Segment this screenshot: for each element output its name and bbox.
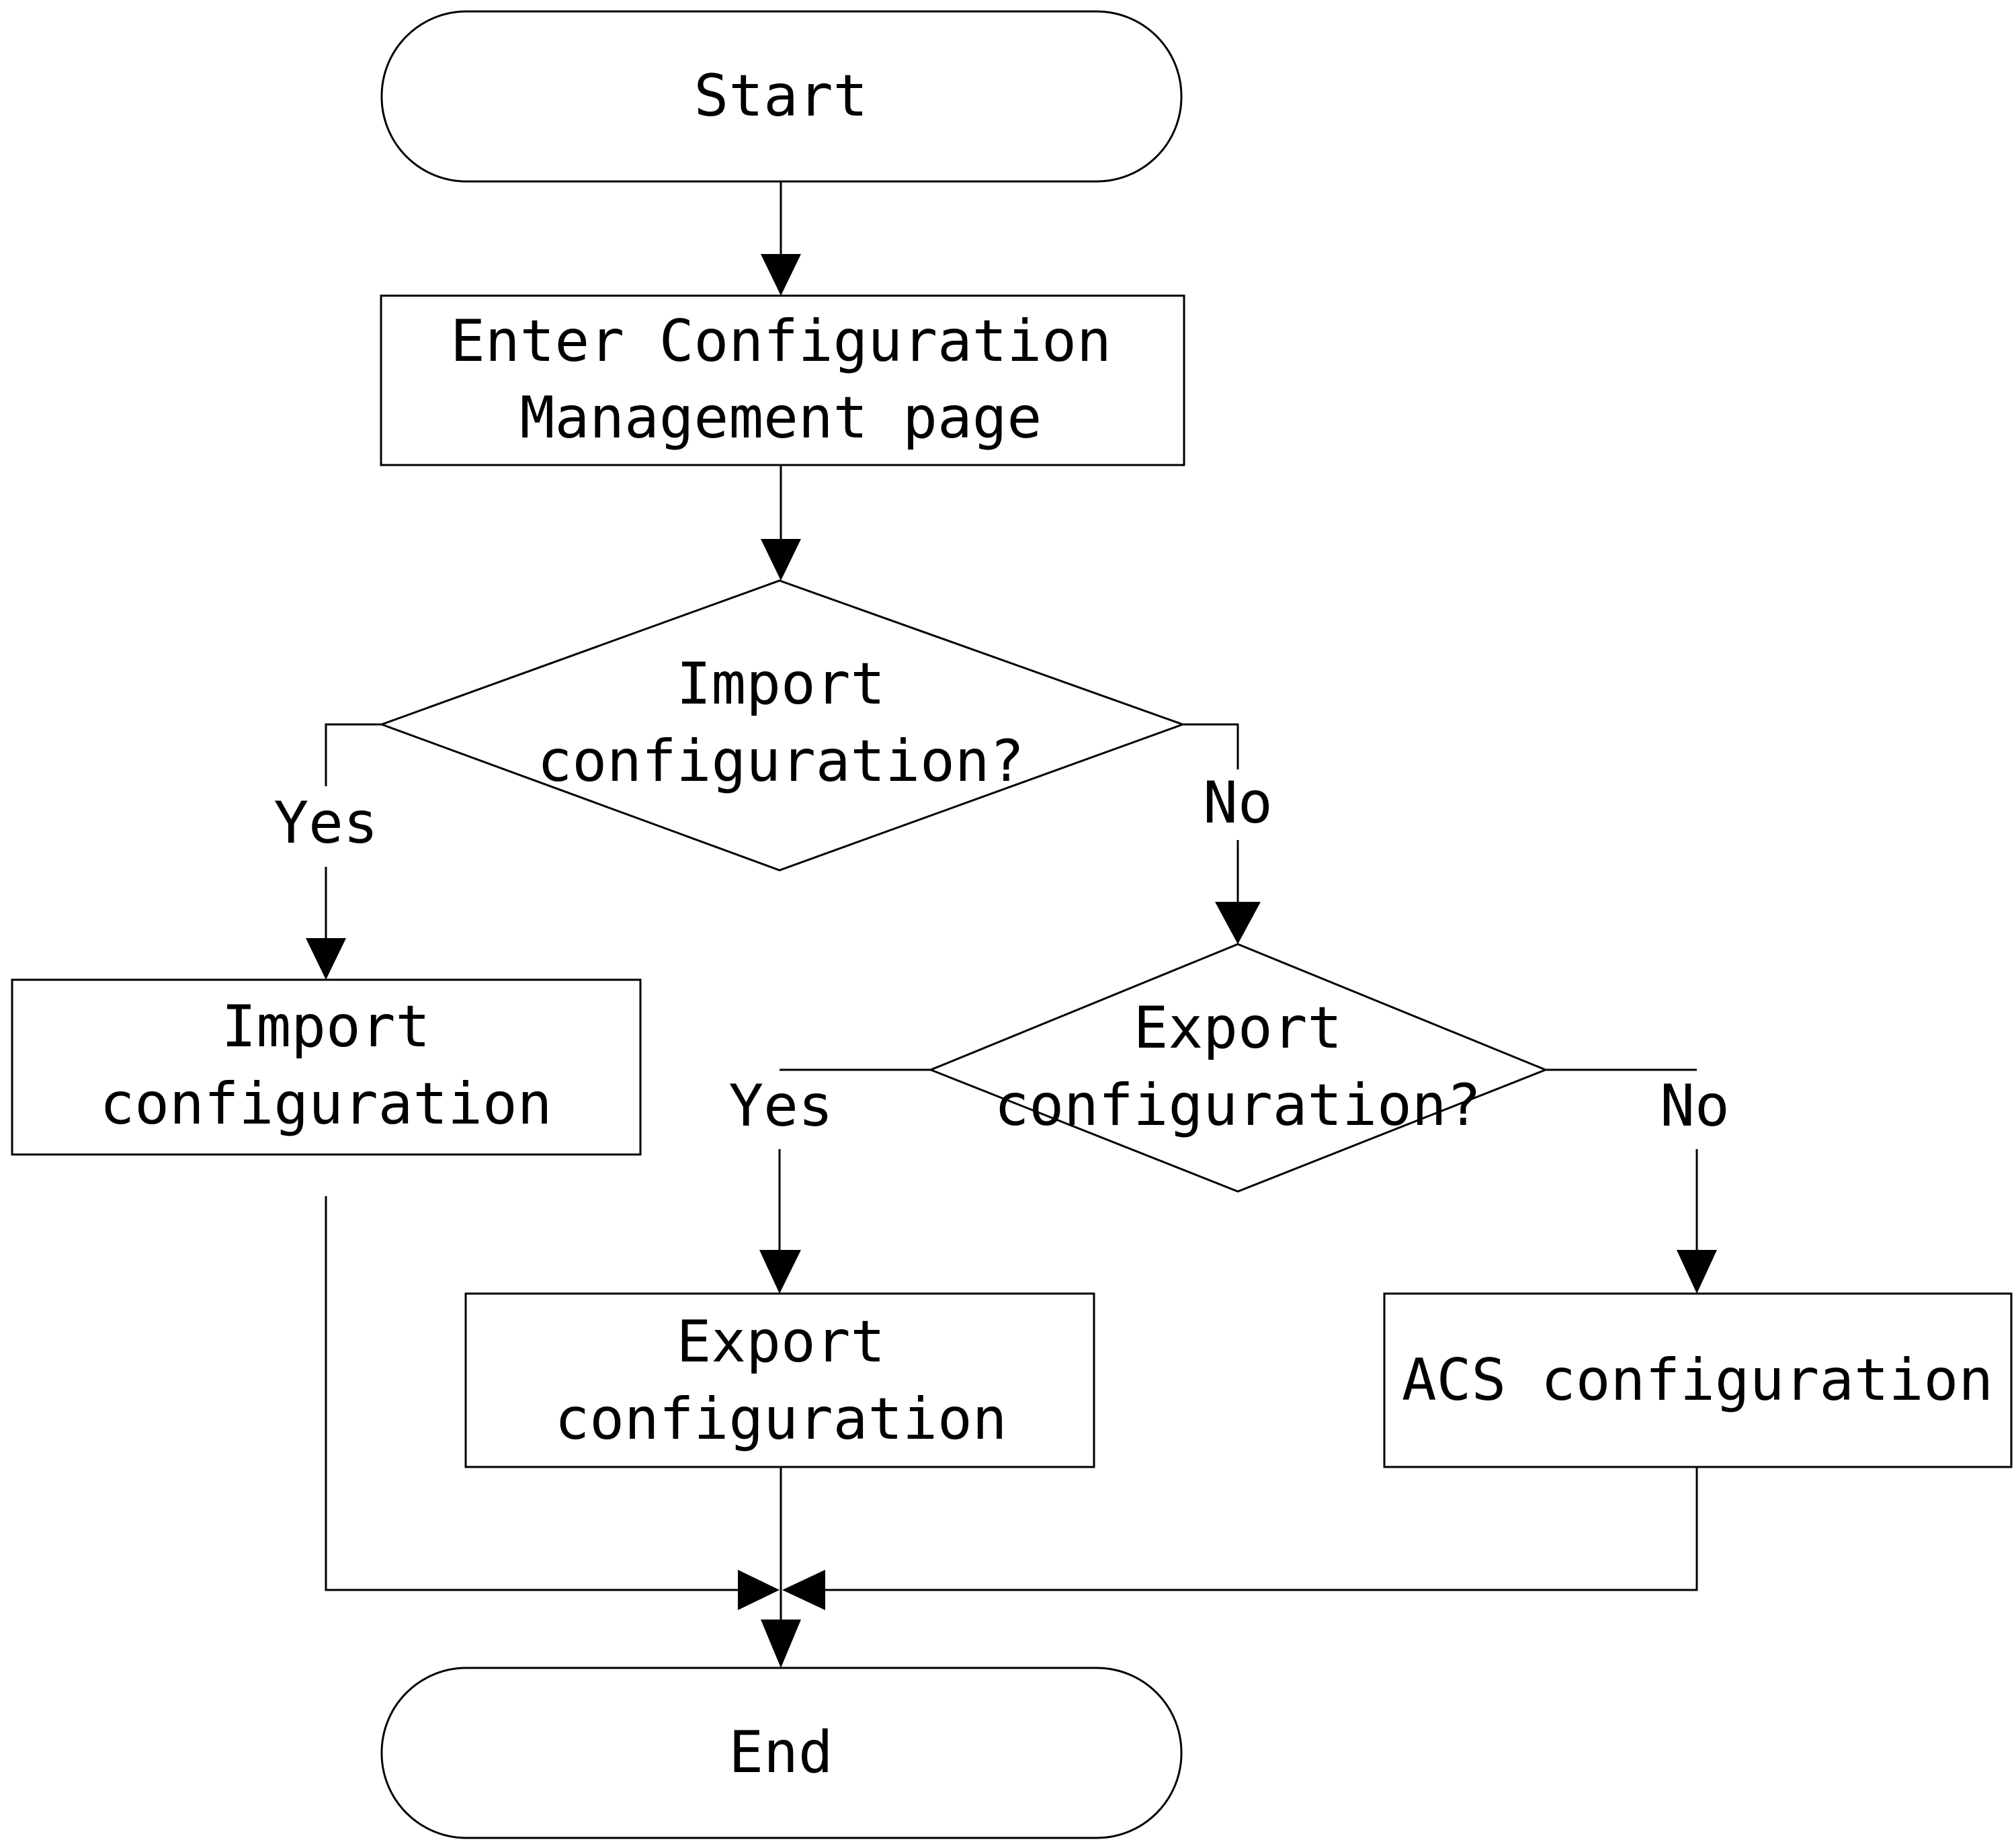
import-question-label-line1: Import bbox=[677, 650, 886, 718]
edge-export-no bbox=[1546, 1068, 1698, 1253]
edge-import-yes bbox=[325, 723, 382, 943]
start-node: Start bbox=[380, 10, 1183, 183]
acs-config-label: ACS configuration bbox=[1402, 1347, 1993, 1414]
enter-config-label-line2: Management page bbox=[520, 384, 1042, 452]
import-config-box bbox=[11, 978, 642, 1156]
import-no-label: No bbox=[1203, 769, 1273, 837]
arrowhead-to-export-question bbox=[1215, 902, 1261, 944]
end-label: End bbox=[728, 1719, 833, 1786]
export-question-label-line2: configuration? bbox=[995, 1072, 1482, 1139]
start-label: Start bbox=[694, 62, 868, 130]
arrowhead-to-import-question bbox=[761, 539, 801, 581]
import-question-node: Import configuration? bbox=[378, 579, 1186, 872]
edge-import-no bbox=[1183, 723, 1239, 907]
start-terminator bbox=[380, 10, 1183, 183]
import-config-node: Import configuration bbox=[11, 978, 642, 1156]
end-node: End bbox=[380, 1667, 1183, 1839]
branch-labels: Yes No Yes No bbox=[274, 769, 1729, 1140]
connectors bbox=[325, 181, 1698, 1623]
arrowhead-to-export-box bbox=[759, 1250, 801, 1294]
export-config-box bbox=[464, 1292, 1095, 1468]
export-question-label-line1: Export bbox=[1134, 995, 1343, 1062]
export-config-label-line1: Export bbox=[677, 1308, 886, 1376]
import-config-label-line1: Import bbox=[222, 993, 431, 1060]
enter-config-label-line1: Enter Configuration bbox=[450, 308, 1111, 375]
arrowhead-to-enter bbox=[761, 254, 801, 296]
arrowhead-to-import-box bbox=[306, 938, 346, 980]
arrowhead-to-end bbox=[761, 1620, 801, 1668]
arrowheads bbox=[306, 254, 1717, 1668]
import-question-label-line2: configuration? bbox=[538, 728, 1025, 795]
end-terminator bbox=[380, 1667, 1183, 1839]
edge-export-yes bbox=[778, 1068, 931, 1253]
edge-acs-to-merge bbox=[823, 1467, 1698, 1591]
edge-import-box-to-merge bbox=[325, 1196, 739, 1591]
acs-config-node: ACS configuration bbox=[1383, 1292, 2013, 1468]
export-question-node: Export configuration? bbox=[927, 943, 1549, 1193]
export-no-label: No bbox=[1660, 1073, 1730, 1140]
enter-config-box bbox=[380, 294, 1185, 466]
acs-config-box bbox=[1383, 1292, 2013, 1468]
arrowhead-merge-right bbox=[782, 1570, 825, 1610]
import-question-diamond bbox=[378, 579, 1186, 872]
enter-config-node: Enter Configuration Management page bbox=[380, 294, 1185, 466]
arrowhead-to-acs-box bbox=[1677, 1250, 1717, 1294]
export-config-node: Export configuration bbox=[464, 1292, 1095, 1468]
export-question-diamond bbox=[927, 943, 1549, 1193]
import-yes-label: Yes bbox=[274, 790, 378, 857]
import-config-label-line2: configuration bbox=[99, 1070, 552, 1138]
export-yes-label: Yes bbox=[728, 1073, 833, 1140]
export-config-label-line2: configuration bbox=[554, 1386, 1007, 1453]
arrowhead-merge-left bbox=[738, 1570, 780, 1610]
